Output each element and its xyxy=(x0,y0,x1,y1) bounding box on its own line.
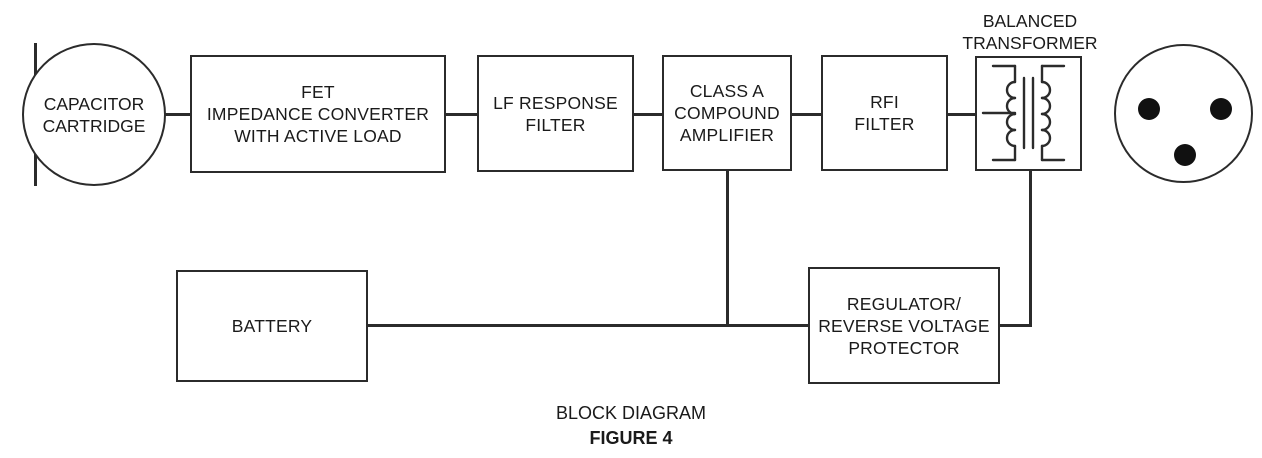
xlr-pin-2 xyxy=(1210,98,1232,120)
block-rfi-filter[interactable]: RFI FILTER xyxy=(821,55,948,171)
wire-regulator-to-riser xyxy=(998,324,1032,327)
wire-class-a-to-rfi xyxy=(790,113,823,116)
wire-regulator-to-transformer-riser xyxy=(1029,169,1032,326)
wire-lf-filter-to-class-a xyxy=(633,113,664,116)
figure-caption-number: FIGURE 4 xyxy=(589,428,673,448)
block-fet-impedance-converter[interactable]: FET IMPEDANCE CONVERTER WITH ACTIVE LOAD xyxy=(190,55,446,173)
figure-caption-title: BLOCK DIAGRAM xyxy=(555,403,707,423)
block-capacitor-cartridge-label: CAPACITOR CARTRIDGE xyxy=(42,93,146,136)
block-regulator-reverse-voltage-protector-label: REGULATOR/ REVERSE VOLTAGE PROTECTOR xyxy=(818,293,990,358)
block-xlr-connector[interactable] xyxy=(1114,44,1253,183)
wire-fet-to-lf-filter xyxy=(445,113,479,116)
block-lf-response-filter[interactable]: LF RESPONSE FILTER xyxy=(477,55,634,172)
wire-cartridge-to-fet xyxy=(148,113,192,116)
block-battery[interactable]: BATTERY xyxy=(176,270,368,382)
block-capacitor-cartridge[interactable]: CAPACITOR CARTRIDGE xyxy=(22,43,166,186)
block-rfi-filter-label: RFI FILTER xyxy=(854,92,915,134)
wire-rfi-to-transformer xyxy=(946,113,977,116)
xlr-pin-1 xyxy=(1138,98,1160,120)
xlr-pin-3 xyxy=(1174,144,1196,166)
balanced-transformer-label: BALANCED TRANSFORMER xyxy=(962,11,1098,53)
wire-battery-to-regulator xyxy=(366,324,810,327)
block-lf-response-filter-label: LF RESPONSE FILTER xyxy=(493,92,618,135)
wire-class-a-power-drop xyxy=(726,169,729,326)
block-class-a-compound-amplifier-label: CLASS A COMPOUND AMPLIFIER xyxy=(674,81,780,145)
block-regulator-reverse-voltage-protector[interactable]: REGULATOR/ REVERSE VOLTAGE PROTECTOR xyxy=(808,267,1000,384)
block-fet-impedance-converter-label: FET IMPEDANCE CONVERTER WITH ACTIVE LOAD xyxy=(206,82,430,146)
block-battery-label: BATTERY xyxy=(231,316,313,336)
transformer-symbol-icon xyxy=(981,64,1066,162)
block-class-a-compound-amplifier[interactable]: CLASS A COMPOUND AMPLIFIER xyxy=(662,55,792,171)
